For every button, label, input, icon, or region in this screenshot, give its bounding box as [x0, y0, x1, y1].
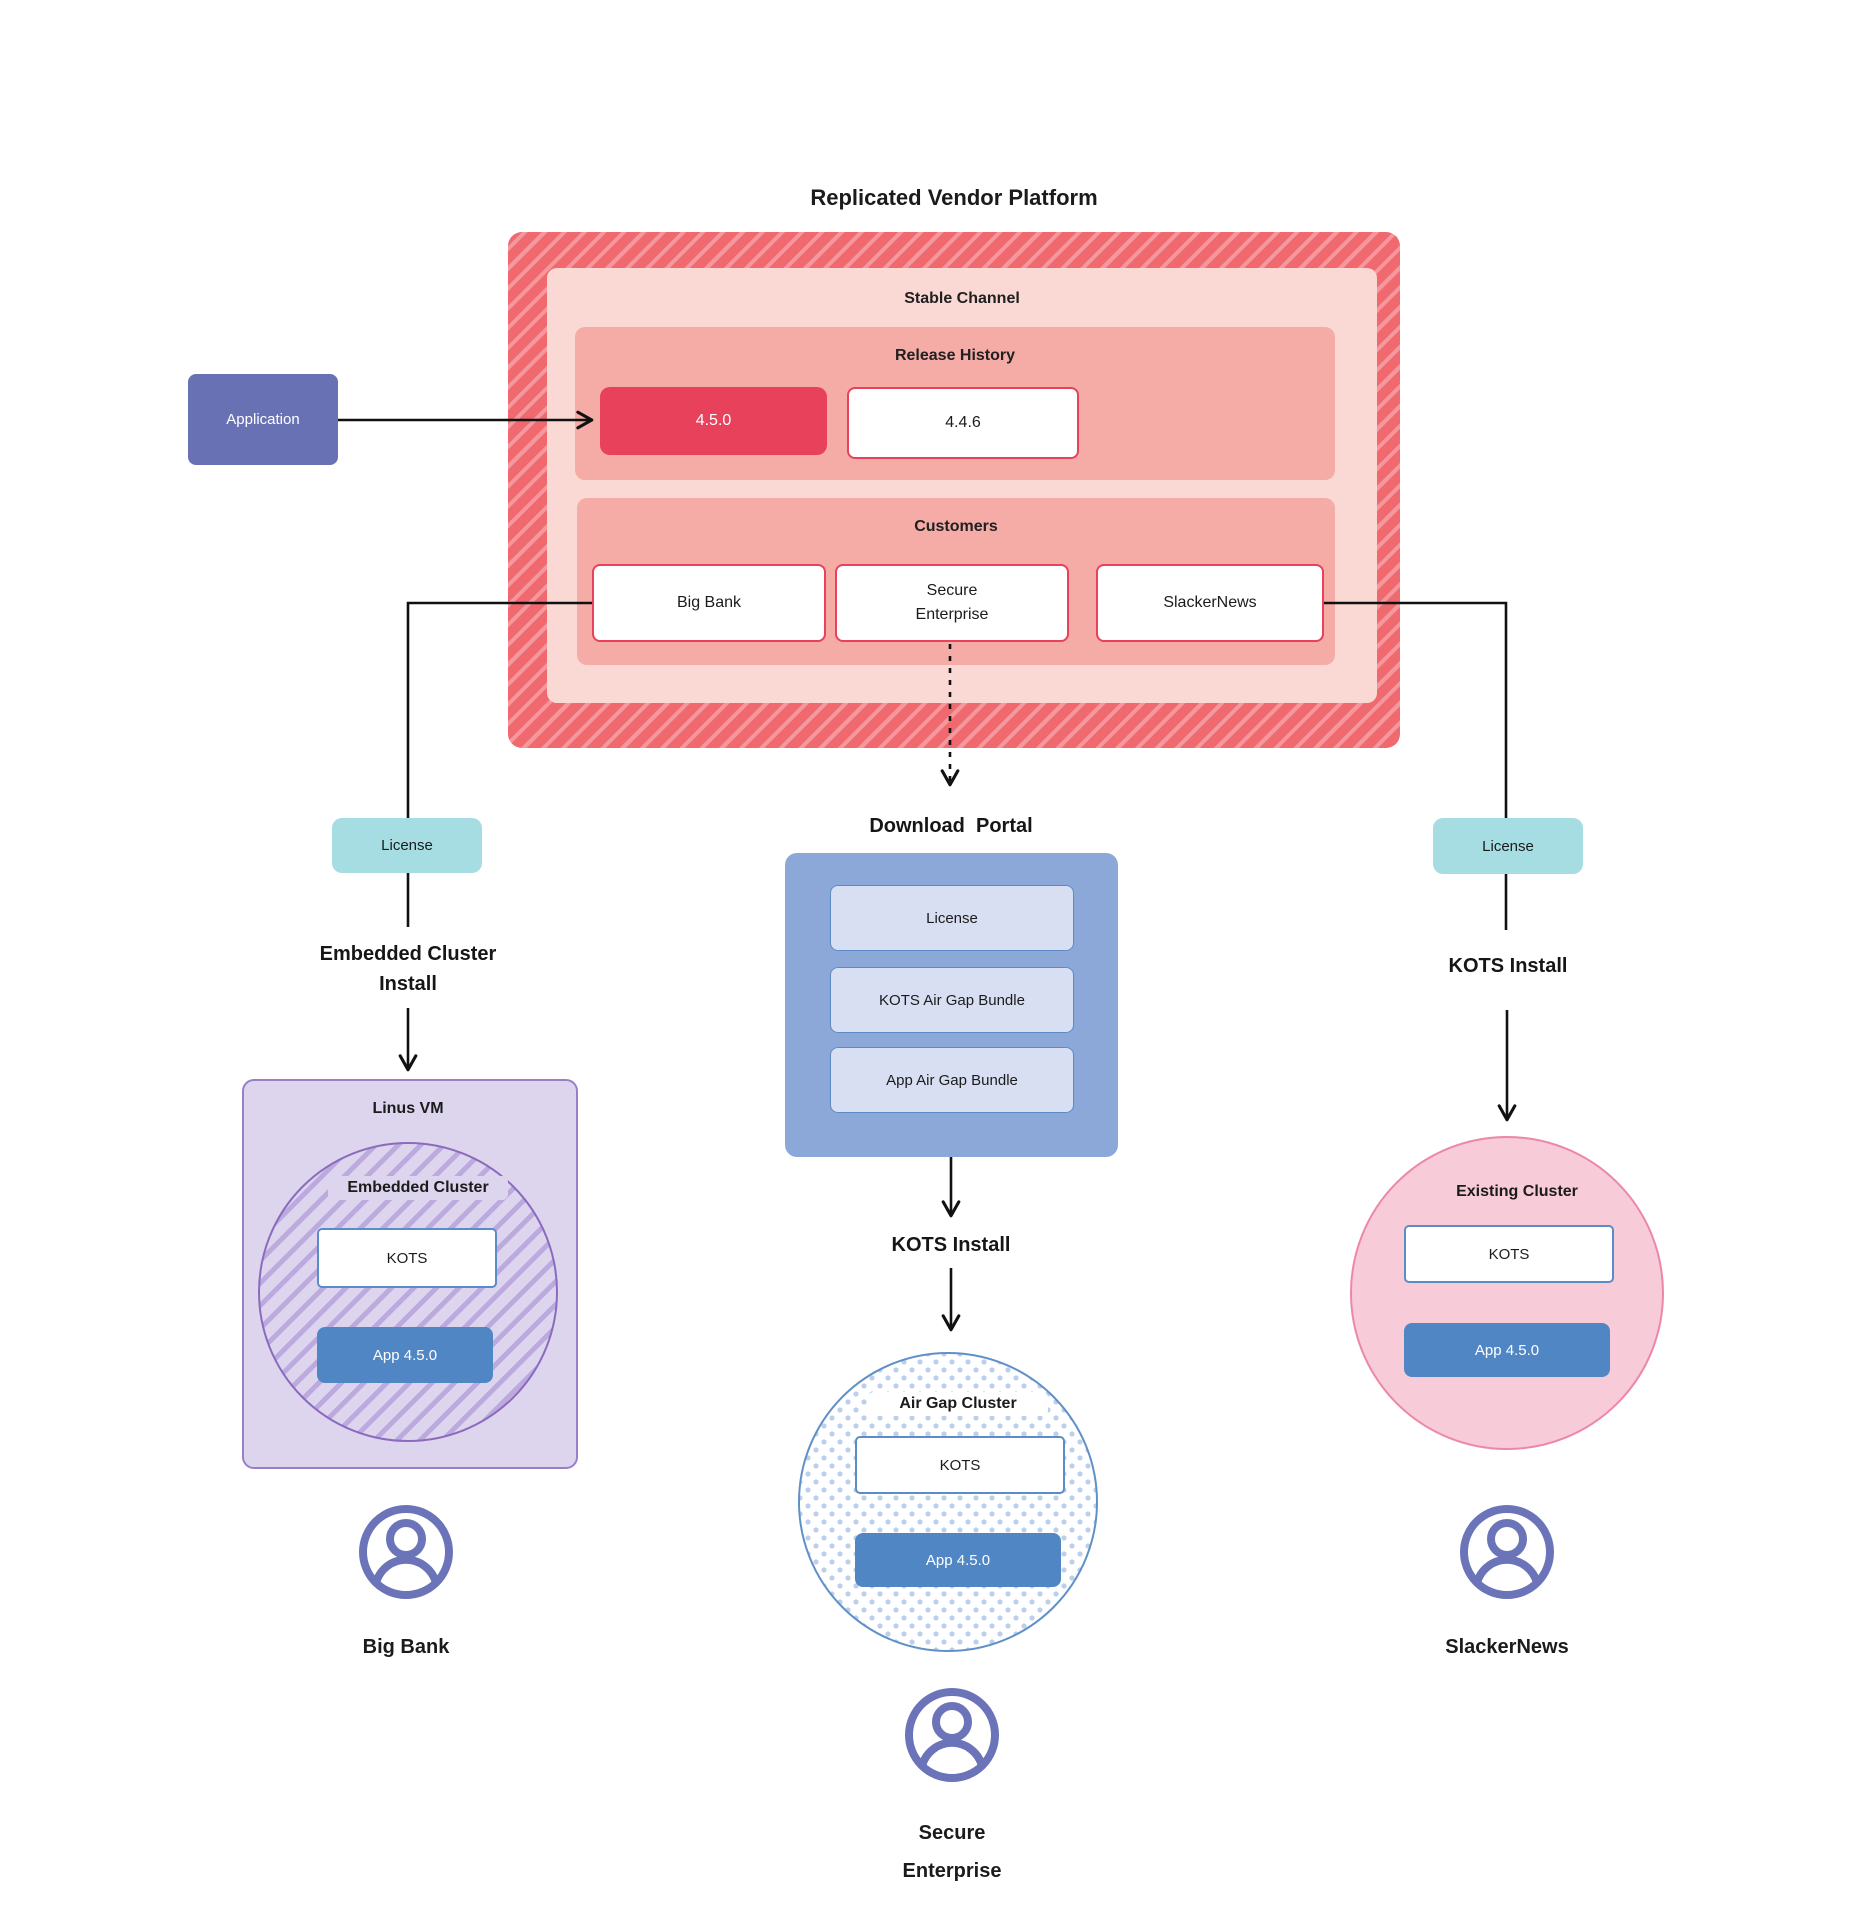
portal-item-kots-bundle: KOTS Air Gap Bundle	[830, 967, 1074, 1033]
air-gap-cluster-label: Air Gap Cluster	[868, 1392, 1048, 1416]
existing-cluster-label: Existing Cluster	[1456, 1183, 1578, 1200]
kots-install-label-right: KOTS Install	[1448, 954, 1568, 977]
kots-install-label-middle: KOTS Install	[891, 1233, 1011, 1256]
kots-node-left: KOTS	[317, 1228, 497, 1288]
license-tag-right: License	[1433, 818, 1583, 874]
existing-cluster-circle	[1350, 1136, 1664, 1450]
kots-node-middle: KOTS	[855, 1436, 1065, 1494]
app-node-right: App 4.5.0	[1404, 1323, 1610, 1377]
user-label-secure-enterprise: Secure Enterprise	[902, 1822, 1002, 1882]
customers-label: Customers	[914, 518, 998, 535]
release-node-previous: 4.4.6	[847, 387, 1079, 459]
license-tag-left: License	[332, 818, 482, 873]
customer-node-slackernews: SlackerNews	[1096, 564, 1324, 642]
user-icon-big-bank	[356, 1502, 456, 1607]
diagram-title: Replicated Vendor Platform	[810, 185, 1098, 210]
stable-channel-label: Stable Channel	[904, 290, 1020, 307]
portal-item-app-bundle: App Air Gap Bundle	[830, 1047, 1074, 1113]
connector-slackernews-to-license	[1320, 601, 1508, 818]
customer-node-big-bank: Big Bank	[592, 564, 826, 642]
connector-bigbank-to-license	[406, 601, 592, 818]
user-label-slackernews: SlackerNews	[1445, 1636, 1569, 1658]
portal-item-license: License	[830, 885, 1074, 951]
release-history-label: Release History	[894, 347, 1016, 364]
linus-vm-label: Linus VM	[372, 1100, 444, 1117]
embedded-cluster-label: Embedded Cluster	[328, 1176, 508, 1200]
kots-node-right: KOTS	[1404, 1225, 1614, 1283]
user-label-big-bank: Big Bank	[362, 1636, 450, 1658]
download-portal-label: Download Portal	[869, 814, 1033, 837]
app-node-middle: App 4.5.0	[855, 1533, 1061, 1587]
application-node: Application	[188, 374, 338, 465]
embedded-cluster-install-label: Embedded Cluster Install	[319, 943, 497, 995]
app-node-left: App 4.5.0	[317, 1327, 493, 1383]
customer-node-secure-enterprise: Secure Enterprise	[835, 564, 1069, 642]
release-node-active: 4.5.0	[600, 387, 827, 455]
user-icon-slackernews	[1457, 1502, 1557, 1607]
user-icon-secure-enterprise	[902, 1685, 1002, 1790]
